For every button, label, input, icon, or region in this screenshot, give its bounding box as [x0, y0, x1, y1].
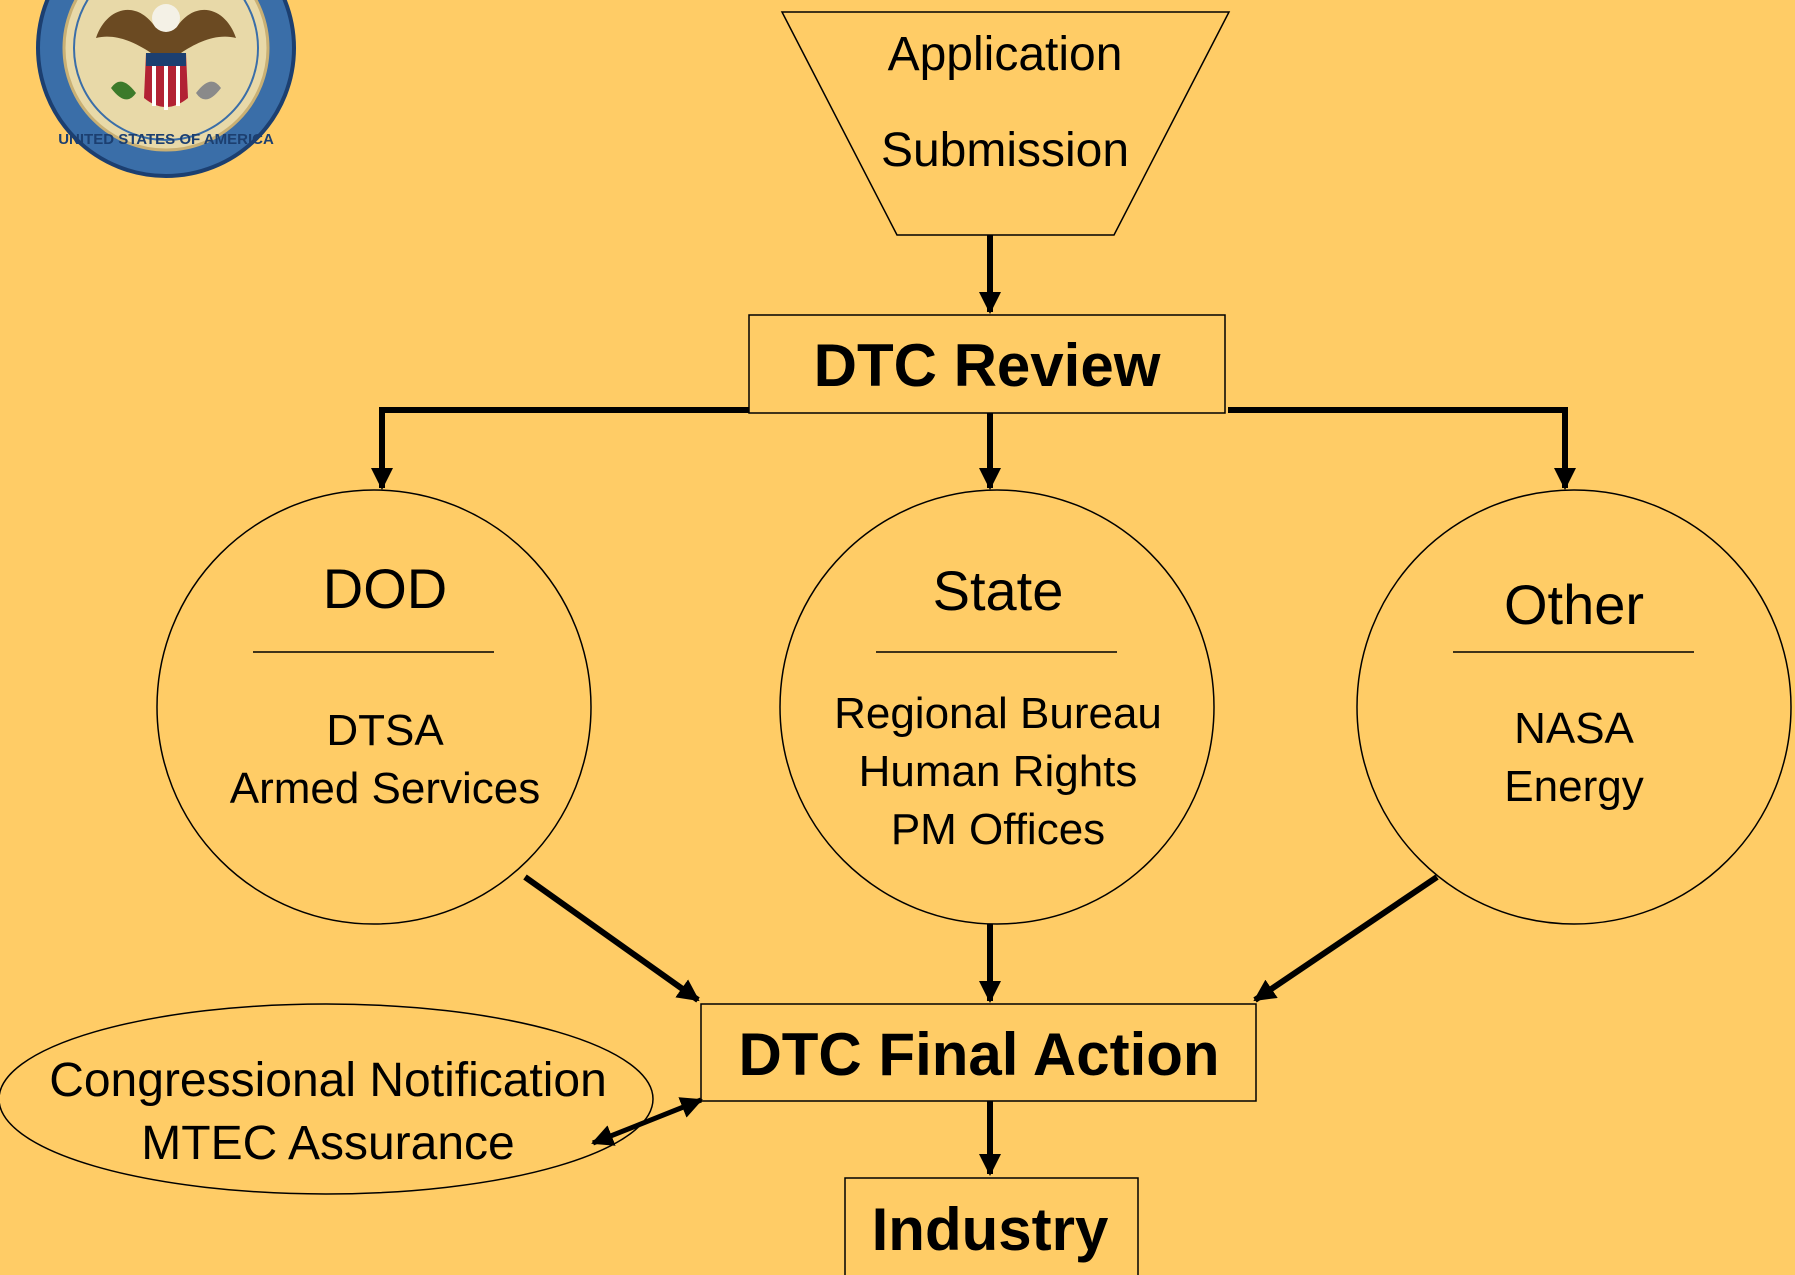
other-line-nasa: NASA [1514, 704, 1634, 753]
state-title: State [933, 559, 1064, 622]
arrow-final-to-congressional [591, 1097, 703, 1146]
arrow-review-to-other [1228, 407, 1576, 490]
dod-title: DOD [323, 557, 447, 620]
arrow-review-to-dod [371, 407, 749, 490]
state-circle [779, 489, 1215, 925]
other-title: Other [1504, 573, 1644, 636]
dtc-final-action-label: DTC Final Action [738, 1021, 1219, 1088]
state-line-human-rights: Human Rights [859, 747, 1138, 796]
eagle-icon [96, 4, 236, 110]
industry-label: Industry [872, 1196, 1109, 1263]
arrow-dod-to-final [523, 874, 700, 1003]
mtec-assurance-label: MTEC Assurance [141, 1117, 514, 1170]
dod-circle [156, 489, 592, 925]
state-line-regional-bureau: Regional Bureau [834, 689, 1162, 738]
seal-ring-text: UNITED STATES OF AMERICA [58, 131, 274, 148]
state-department-seal: UNITED STATES OF AMERICA [36, 0, 296, 178]
dod-line-armed-services: Armed Services [230, 764, 541, 813]
other-line-energy: Energy [1504, 762, 1643, 811]
dtc-final-action-box [700, 1003, 1257, 1102]
dtc-review-label: DTC Review [814, 332, 1161, 399]
arrow-other-to-final [1253, 874, 1439, 1003]
state-line-pm-offices: PM Offices [891, 805, 1105, 854]
dod-line-dtsa: DTSA [326, 706, 444, 755]
application-submission-shape [780, 11, 1231, 236]
submission-label: Submission [881, 124, 1129, 177]
other-circle [1356, 489, 1792, 925]
industry-box [844, 1177, 1139, 1275]
congressional-notification-label: Congressional Notification [49, 1054, 607, 1107]
application-label: Application [888, 28, 1123, 81]
